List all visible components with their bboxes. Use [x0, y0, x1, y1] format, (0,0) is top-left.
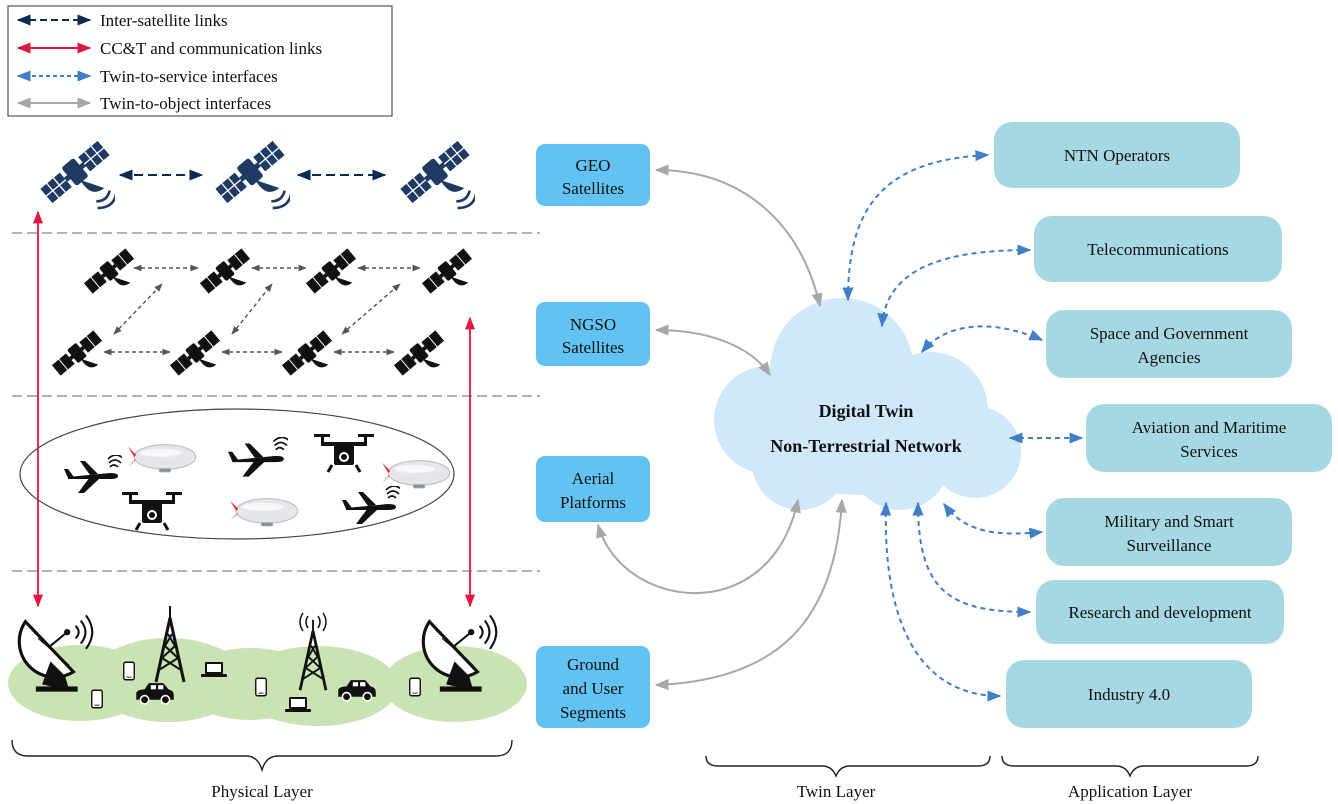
satellite-icon [168, 328, 222, 378]
geo-satellites-box [536, 144, 650, 206]
aerial-platforms-line1: Aerial [572, 469, 615, 488]
service-industry-4 [1006, 660, 1252, 728]
layer-braces [11, 739, 1259, 778]
twin-title-line1: Digital Twin [819, 401, 914, 421]
service-research-development [1036, 580, 1284, 644]
satellite-icon [304, 246, 358, 296]
airplane-icon [227, 437, 288, 478]
airship-icon [381, 460, 451, 489]
service-research-development-label: Research and development [1068, 603, 1251, 622]
legend-twin-to-object: Twin-to-object interfaces [100, 94, 271, 113]
geo-satellites-line2: Satellites [562, 179, 624, 198]
twin-layer-label: Twin Layer [797, 782, 876, 801]
service-telecommunications [1034, 216, 1282, 282]
twin-title-line2: Non-Terrestrial Network [770, 436, 961, 456]
service-ntn-operators [994, 122, 1240, 188]
service-military-surveillance [1046, 498, 1292, 566]
legend-cct: CC&T and communication links [100, 39, 322, 58]
aerial-platforms-line2: Platforms [560, 493, 626, 512]
digital-twin-cloud: Digital Twin Non-Terrestrial Network [714, 298, 1021, 510]
segment-boxes: GEO Satellites NGSO Satellites Aerial Pl… [536, 144, 650, 728]
physical-layer [8, 137, 540, 726]
ngso-satellites-box [536, 302, 650, 366]
aerial-platforms-region [19, 408, 455, 540]
application-layer-label: Application Layer [1068, 782, 1192, 801]
ground-user-line2: and User [563, 679, 624, 698]
legend: Inter-satellite links CC&T and communica… [7, 5, 393, 117]
geo-satellites-line1: GEO [576, 156, 611, 175]
ngso-satellites-line2: Satellites [562, 338, 624, 357]
phone-icon [91, 689, 103, 709]
service-aviation-maritime [1086, 404, 1332, 472]
phone-icon [123, 661, 135, 681]
satellite-icon [392, 328, 446, 378]
ground-user-line1: Ground [567, 655, 619, 674]
physical-layer-label: Physical Layer [211, 782, 313, 801]
service-aviation-maritime-line1: Aviation and Maritime [1132, 418, 1287, 437]
satellite-icon [280, 328, 334, 378]
drone-icon [120, 490, 184, 532]
legend-inter-satellite: Inter-satellite links [100, 11, 228, 30]
service-military-surveillance-line1: Military and Smart [1104, 512, 1234, 531]
airship-icon [127, 444, 197, 473]
satellite-icon [37, 137, 115, 210]
satellite-icon [198, 246, 252, 296]
aerial-platforms-box [536, 456, 650, 522]
service-military-surveillance-line2: Surveillance [1127, 536, 1212, 555]
ground-user-line3: Segments [560, 703, 626, 722]
service-space-government-line2: Agencies [1137, 348, 1200, 367]
airplane-icon [63, 455, 122, 494]
legend-twin-to-service: Twin-to-service interfaces [100, 67, 278, 86]
twin-to-service-links [842, 149, 1084, 702]
satellite-icon [212, 137, 290, 210]
twin-to-object-links [596, 164, 847, 691]
service-industry-4-label: Industry 4.0 [1088, 685, 1170, 704]
service-ntn-operators-label: NTN Operators [1064, 146, 1170, 165]
ngso-satellites-line1: NGSO [570, 315, 616, 334]
phone-icon [255, 677, 267, 697]
satellite-icon [82, 246, 136, 296]
drone-icon [312, 432, 376, 474]
service-boxes: NTN Operators Telecommunications Space a… [994, 122, 1332, 728]
service-telecommunications-label: Telecommunications [1087, 240, 1228, 259]
airship-icon [229, 498, 299, 527]
service-aviation-maritime-line2: Services [1180, 442, 1238, 461]
airplane-icon [341, 486, 400, 525]
service-space-government-line1: Space and Government [1090, 324, 1249, 343]
satellite-icon [397, 137, 475, 210]
satellite-icon [420, 246, 474, 296]
satellite-icon [50, 328, 104, 378]
service-space-government [1046, 310, 1292, 378]
phone-icon [409, 677, 421, 697]
ground-user-segments-box [536, 646, 650, 728]
